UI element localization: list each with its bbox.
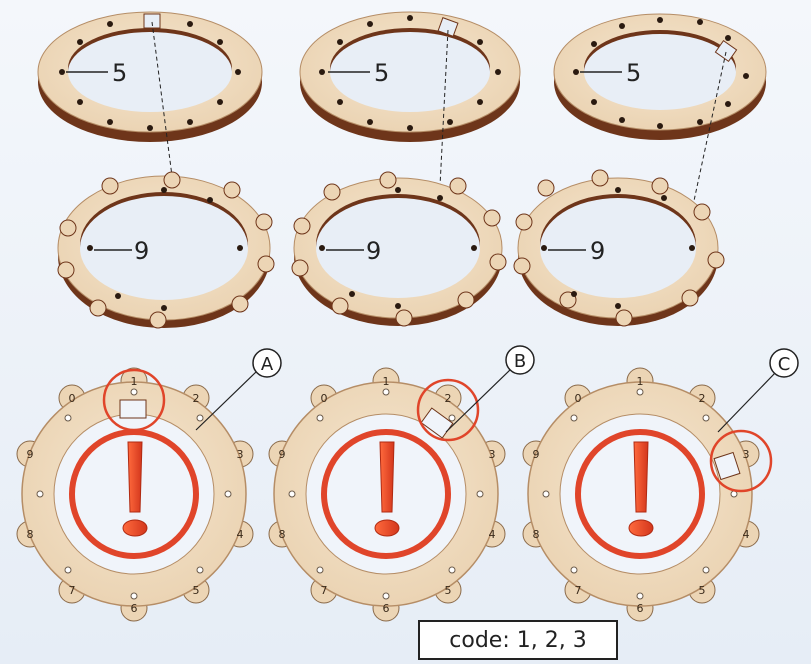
dial-b-number-6: 6 — [383, 602, 390, 615]
dial-a-number-1: 1 — [131, 375, 138, 388]
dial-c-number-4: 4 — [743, 528, 750, 541]
dial-a-number-9: 9 — [27, 448, 34, 461]
code-text: code: 1, 2, 3 — [449, 627, 587, 653]
dial-b-number-5: 5 — [445, 584, 452, 597]
dial-c-number-0: 0 — [575, 392, 582, 405]
dial-c-number-3: 3 — [743, 448, 750, 461]
ring9-label-3: 9 — [590, 237, 605, 265]
ring9-label-1: 9 — [134, 237, 149, 265]
dial-c — [522, 367, 773, 622]
dial-a-number-7: 7 — [69, 584, 76, 597]
dial-c-number-8: 8 — [533, 528, 540, 541]
ring5-group-1: 5 — [37, 11, 263, 177]
dial-c-number-7: 7 — [575, 584, 582, 597]
callout-b-label: B — [514, 351, 526, 372]
callout-c: C — [717, 348, 799, 433]
dial-b-number-2: 2 — [445, 392, 452, 405]
callout-a-label: A — [261, 354, 274, 375]
dial-a-number-4: 4 — [237, 528, 244, 541]
dial-c-number-2: 2 — [699, 392, 706, 405]
ring5-label-1: 5 — [112, 59, 127, 87]
callout-c-label: C — [778, 354, 791, 375]
dial-b — [268, 367, 506, 622]
dial-a-number-6: 6 — [131, 602, 138, 615]
dial-c-number-6: 6 — [637, 602, 644, 615]
dial-a-number-2: 2 — [193, 392, 200, 405]
ring5-label-3: 5 — [626, 59, 641, 87]
dial-c-number-1: 1 — [637, 375, 644, 388]
ring5-label-2: 5 — [374, 59, 389, 87]
ring5-group-2: 5 — [299, 11, 521, 187]
dial-a-number-5: 5 — [193, 584, 200, 597]
dial-a-number-0: 0 — [69, 392, 76, 405]
ring9-group-1: 9 — [57, 171, 275, 329]
dial-c-number-5: 5 — [699, 584, 706, 597]
dial-b-number-0: 0 — [321, 392, 328, 405]
code-box: code: 1, 2, 3 — [418, 620, 618, 660]
ring5-group-3: 5 — [553, 13, 767, 211]
dial-a — [16, 367, 254, 622]
dial-b-number-7: 7 — [321, 584, 328, 597]
callout-a: A — [195, 348, 282, 431]
dial-c-number-9: 9 — [533, 448, 540, 461]
dial-a-number-3: 3 — [237, 448, 244, 461]
callout-b: B — [445, 345, 535, 433]
dial-b-number-9: 9 — [279, 448, 286, 461]
ring9-label-2: 9 — [366, 237, 381, 265]
ring9-group-2: 9 — [291, 171, 507, 327]
dial-b-number-4: 4 — [489, 528, 496, 541]
dial-a-number-8: 8 — [27, 528, 34, 541]
dial-b-number-1: 1 — [383, 375, 390, 388]
dial-b-number-8: 8 — [279, 528, 286, 541]
dial-b-number-3: 3 — [489, 448, 496, 461]
ring9-group-3: 9 — [513, 169, 725, 327]
